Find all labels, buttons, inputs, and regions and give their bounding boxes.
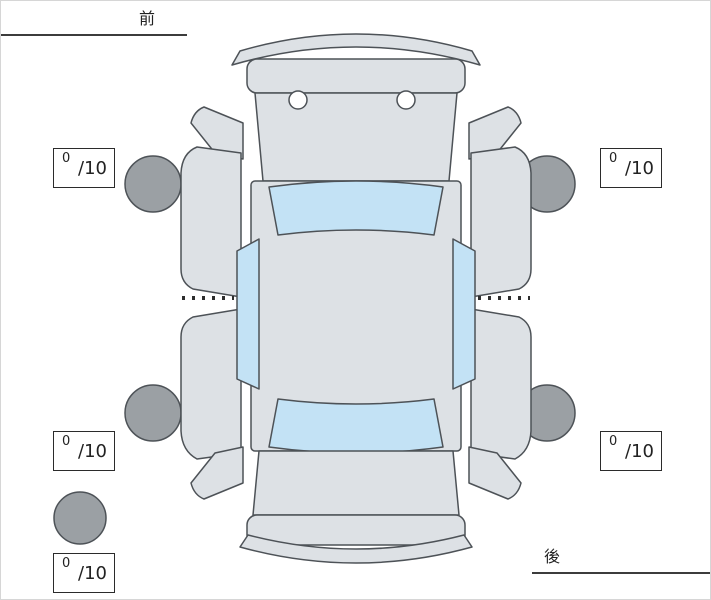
tire-spare <box>53 491 107 545</box>
trunk <box>252 450 460 516</box>
score-box-spare: 0 /10 <box>53 553 115 593</box>
right-front-door-panel <box>470 146 532 298</box>
front-bumper <box>246 58 466 94</box>
front-label-text: 前 <box>139 9 156 28</box>
hood-washer-right-icon <box>396 90 416 110</box>
front-label: 前 <box>1 5 187 36</box>
score-max: /10 <box>78 441 107 462</box>
left-rear-corner-panel <box>190 446 244 500</box>
score-value: 0 <box>62 434 71 449</box>
left-side-window <box>236 238 260 390</box>
score-max: /10 <box>625 441 654 462</box>
score-max: /10 <box>625 158 654 179</box>
score-box-front-left: 0 /10 <box>53 148 115 188</box>
score-value: 0 <box>62 151 71 166</box>
rear-label: 後 <box>532 543 710 574</box>
rear-window <box>268 398 444 454</box>
score-value: 0 <box>609 151 618 166</box>
hood-washer-left-icon <box>288 90 308 110</box>
score-box-front-right: 0 /10 <box>600 148 662 188</box>
score-box-rear-right: 0 /10 <box>600 431 662 471</box>
right-rear-corner-panel <box>468 446 522 500</box>
right-front-corner-panel <box>468 106 522 160</box>
hood <box>254 92 458 182</box>
rear-bumper <box>246 514 466 546</box>
score-value: 0 <box>62 556 71 571</box>
tire-front-left <box>124 155 182 213</box>
front-bumper-trim <box>231 33 481 66</box>
tire-rear-left <box>124 384 182 442</box>
score-value: 0 <box>609 434 618 449</box>
left-rear-door-panel <box>180 308 242 460</box>
score-max: /10 <box>78 158 107 179</box>
rear-bumper-trim <box>239 534 473 564</box>
score-max: /10 <box>78 563 107 584</box>
right-side-window <box>452 238 476 390</box>
windshield <box>268 180 444 236</box>
score-box-rear-left: 0 /10 <box>53 431 115 471</box>
right-rear-door-panel <box>470 308 532 460</box>
left-front-corner-panel <box>190 106 244 160</box>
left-front-door-panel <box>180 146 242 298</box>
rear-label-text: 後 <box>544 547 561 566</box>
